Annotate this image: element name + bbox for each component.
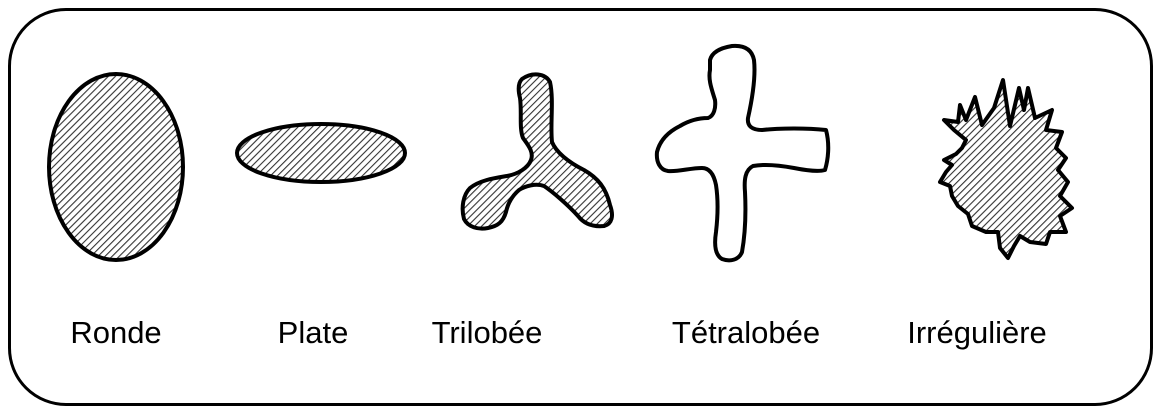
label-ronde: Ronde (70, 313, 161, 353)
label-plate: Plate (278, 313, 349, 353)
label-irreguliere: Irrégulière (907, 313, 1047, 353)
shape-plate (237, 124, 405, 182)
shape-trilobee (463, 74, 612, 228)
label-trilobee: Trilobée (432, 313, 543, 353)
shape-tetralobee (657, 46, 828, 260)
shape-ronde (49, 74, 183, 260)
shape-irreguliere (940, 80, 1072, 258)
label-tetralobee: Tétralobée (672, 313, 820, 353)
